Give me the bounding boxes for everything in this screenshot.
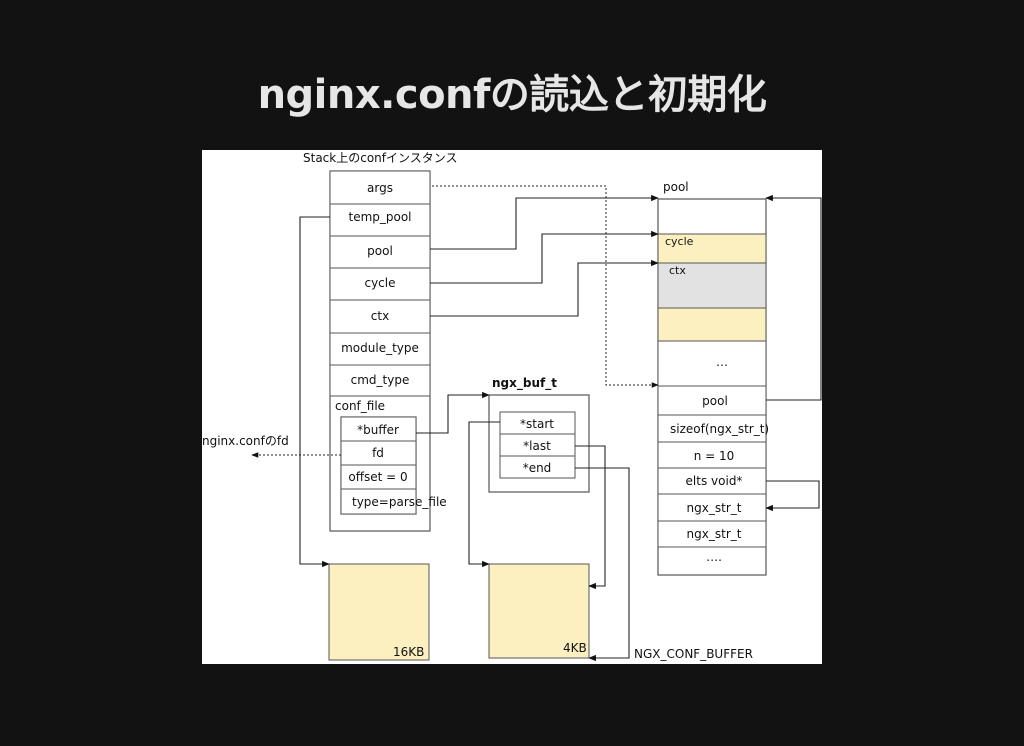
- buffer-pointer-arrow: [416, 391, 490, 434]
- ngx-buf-field-end: *end: [499, 455, 576, 479]
- pool-cell-cycle: cycle: [657, 233, 767, 264]
- conf-field-module-type: module_type: [329, 332, 431, 366]
- conf-field-label: cmd_type: [351, 373, 410, 387]
- buffer-4kb: 4KB: [488, 563, 590, 659]
- ngx-buf-field-label: *last: [523, 439, 551, 453]
- pool-cell-label: ngx_str_t: [687, 501, 742, 515]
- conf-field-ctx: ctx: [329, 299, 431, 334]
- conf-field-cycle: cycle: [329, 267, 431, 301]
- conf-field-label: pool: [367, 244, 393, 258]
- pool-cell-label: ctx: [669, 264, 686, 277]
- elts-pointer-arrow: [765, 480, 820, 512]
- conf-file-field-fd: fd: [340, 440, 417, 466]
- ctx-pointer-arrow: [430, 259, 659, 317]
- pool-cell-label: sizeof(ngx_str_t): [670, 422, 769, 436]
- args-dotted-link: [432, 185, 659, 388]
- conf-field-args: args: [329, 170, 431, 205]
- buffer-16kb-size: 16KB: [393, 645, 424, 659]
- cycle-pointer-arrow: [430, 230, 659, 284]
- pool-cell-ngx-str-t-2: ngx_str_t: [657, 520, 767, 548]
- pool-cell-blank: [657, 307, 767, 342]
- conf-field-label: cycle: [364, 276, 395, 290]
- pool-cell-label: …: [716, 355, 728, 369]
- fd-label: nginx.confのfd: [202, 434, 289, 448]
- memory-layout-diagram: Stack上のconfインスタンス args temp_pool pool cy…: [202, 150, 822, 664]
- ngx-buf-t-label: ngx_buf_t: [492, 376, 557, 391]
- ngx-buf-field-start: *start: [499, 411, 576, 435]
- conf-field-cmd-type: cmd_type: [329, 364, 431, 397]
- conf-file-label: conf_file: [335, 399, 385, 413]
- conf-field-label: ctx: [371, 309, 389, 323]
- ngx-buf-field-label: *end: [523, 461, 552, 475]
- conf-file-field-offset: offset = 0: [340, 464, 417, 490]
- buffer-4kb-size: 4KB: [563, 641, 587, 655]
- ngx-buf-field-last: *last: [499, 433, 576, 457]
- buffer-16kb: 16KB: [328, 563, 430, 661]
- pool-pointer-arrow: [430, 194, 659, 250]
- conf-field-label: args: [367, 181, 393, 195]
- stack-label: Stack上のconfインスタンス: [303, 151, 458, 165]
- temp-pool-arrow: [299, 216, 330, 568]
- conf-field-pool: pool: [329, 235, 431, 269]
- pool-cell-label: ngx_str_t: [687, 527, 742, 541]
- pool-cell-n: n = 10: [657, 441, 767, 469]
- last-pointer-arrow: [575, 445, 606, 590]
- pool-label: pool: [663, 180, 689, 194]
- pool-cell-elts: elts void*: [657, 467, 767, 495]
- pool-cell-ellipsis: …: [657, 340, 767, 387]
- pool-cell-label: ….: [706, 550, 722, 564]
- pool-cell-sizeof: sizeof(ngx_str_t): [657, 414, 769, 443]
- conf-field-label: module_type: [341, 341, 419, 355]
- pool-self-arrow: [765, 194, 822, 401]
- pool-cell-ngx-str-t-1: ngx_str_t: [657, 493, 767, 522]
- conf-field-label: temp_pool: [348, 210, 411, 224]
- pool-cell-ellipsis-end: ….: [706, 550, 722, 564]
- conf-file-field-label: *buffer: [357, 423, 399, 437]
- ngx-conf-buffer-label: NGX_CONF_BUFFER: [634, 647, 753, 661]
- pool-cell-label: pool: [702, 394, 728, 408]
- conf-file-field-label: type=parse_file: [352, 495, 447, 509]
- pool-cell-label: cycle: [665, 235, 694, 248]
- slide-title: nginx.confの読込と初期化: [257, 72, 767, 118]
- start-pointer-arrow: [468, 421, 500, 568]
- conf-file-field-label: fd: [372, 446, 384, 460]
- ngx-buf-field-label: *start: [520, 417, 554, 431]
- conf-field-temp-pool: temp_pool: [329, 203, 431, 237]
- conf-file-field-label: offset = 0: [348, 470, 407, 484]
- pool-cell-ctx: ctx: [657, 262, 767, 309]
- pool-cell-pool: pool: [657, 385, 767, 416]
- conf-file-field-buffer: *buffer: [340, 416, 417, 442]
- pool-cell-label: elts void*: [686, 474, 743, 488]
- pool-cell-label: n = 10: [694, 449, 735, 463]
- conf-file-field-type: type=parse_file: [340, 488, 447, 515]
- end-pointer-arrow: [575, 467, 630, 662]
